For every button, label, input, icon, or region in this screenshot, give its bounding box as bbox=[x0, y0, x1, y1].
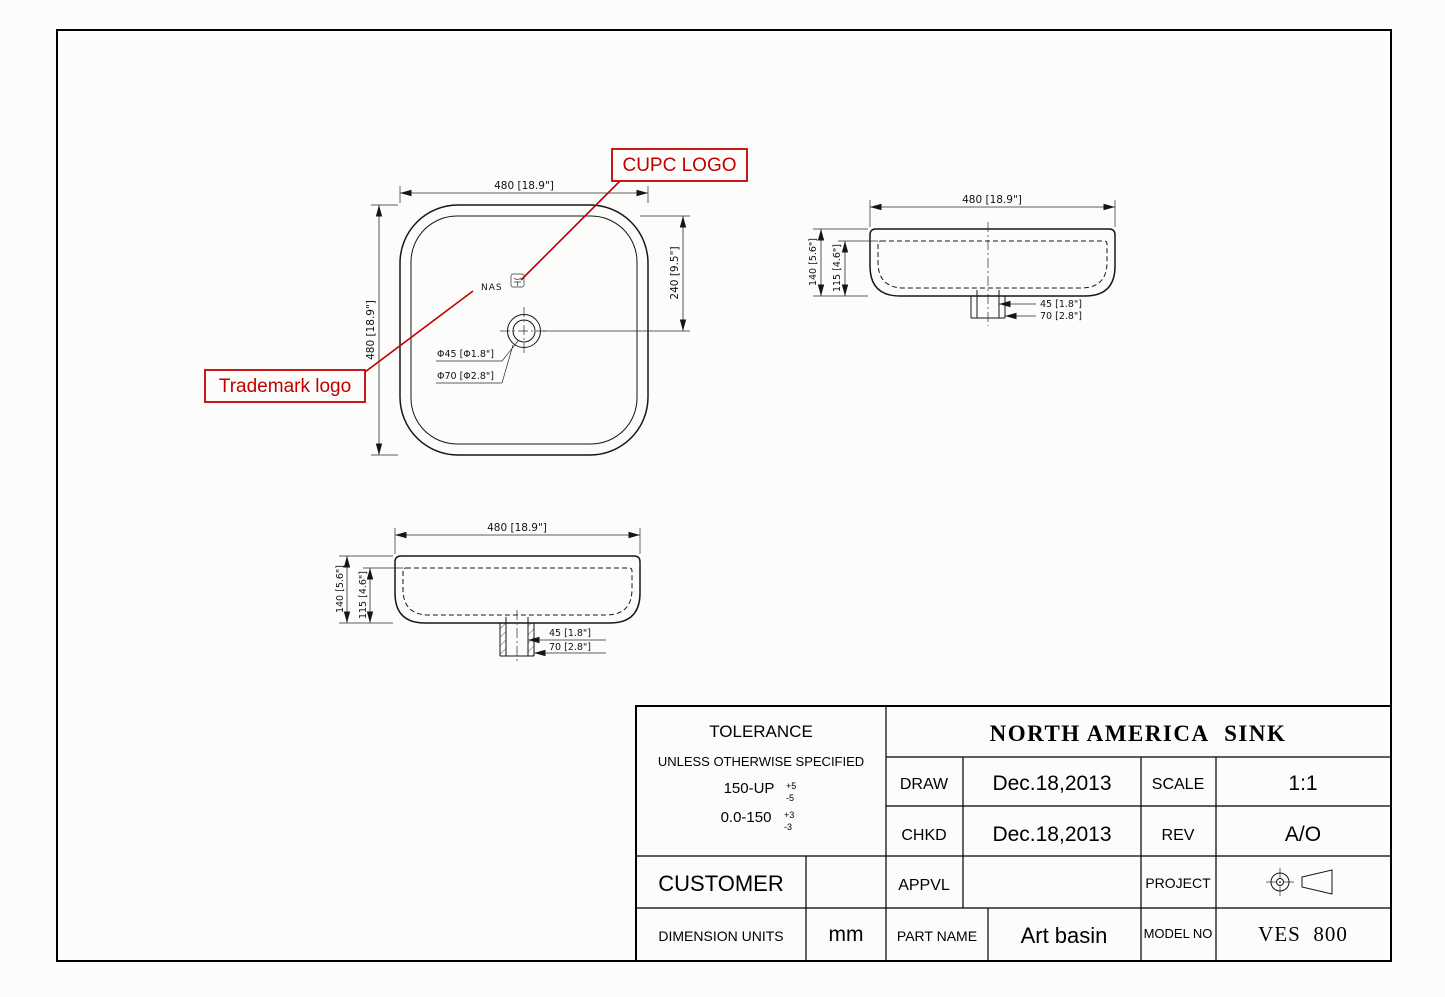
company-name: NORTH AMERICA SINK bbox=[990, 721, 1287, 746]
svg-text:45 [1.8"]: 45 [1.8"] bbox=[1040, 299, 1082, 310]
svg-text:480 [18.9"]: 480 [18.9"] bbox=[494, 180, 554, 192]
svg-text:140 [5.6"]: 140 [5.6"] bbox=[808, 238, 819, 286]
dim-front-view-height: 140 [5.6"] 115 [4.6"] bbox=[335, 555, 403, 624]
units-label: DIMENSION UNITS bbox=[658, 928, 783, 944]
cupc-callout-box bbox=[611, 148, 748, 182]
svg-text:480 [18.9"]: 480 [18.9"] bbox=[962, 194, 1022, 206]
sink-inner-rim-top-view bbox=[410, 215, 638, 445]
svg-text:115 [4.6"]: 115 [4.6"] bbox=[358, 571, 369, 619]
top-view: NAS 480 [18.9"] 480 [18.9"] 240 [9.5"] bbox=[365, 180, 690, 456]
tolerance-row2-minus: -3 bbox=[784, 822, 792, 832]
tolerance-note: UNLESS OTHERWISE SPECIFIED bbox=[658, 754, 864, 769]
tolerance-row1-minus: -5 bbox=[786, 793, 794, 803]
scale-value: 1:1 bbox=[1288, 772, 1317, 795]
brand-text: NAS bbox=[481, 283, 503, 293]
partname-value: Art basin bbox=[1021, 923, 1108, 948]
drain-small-label: Φ45 [Φ1.8"] bbox=[437, 349, 494, 360]
dim-front-view-drain: 45 [1.8"] 70 [2.8"] bbox=[528, 628, 606, 657]
front-view: 480 [18.9"] 140 [5.6"] 115 [4.6"] 45 [1.… bbox=[335, 522, 641, 664]
dim-side-view-width: 480 [18.9"] bbox=[869, 194, 1116, 227]
dim-top-view-height: 480 [18.9"] bbox=[365, 204, 398, 456]
appvl-label: APPVL bbox=[898, 877, 950, 894]
sink-outline-front-view bbox=[394, 555, 641, 624]
tolerance-cell: TOLERANCE UNLESS OTHERWISE SPECIFIED 150… bbox=[658, 722, 864, 832]
callout-trademark: Trademark logo bbox=[204, 290, 474, 403]
svg-text:70 [2.8"]: 70 [2.8"] bbox=[1040, 311, 1082, 322]
scale-label: SCALE bbox=[1152, 776, 1204, 793]
dim-top-view-width: 480 [18.9"] bbox=[399, 180, 649, 203]
cupc-logo-mark bbox=[510, 273, 525, 288]
dim-top-view-half: 240 [9.5"] bbox=[543, 215, 690, 332]
svg-text:480 [18.9"]: 480 [18.9"] bbox=[487, 522, 547, 534]
rev-label: REV bbox=[1162, 827, 1195, 844]
side-view: 480 [18.9"] 140 [5.6"] 115 [4.6"] 45 [1.… bbox=[808, 194, 1116, 326]
trademark-callout-box bbox=[204, 369, 366, 403]
sink-outline-side-view bbox=[869, 228, 1116, 297]
dim-drain-diameters: Φ45 [Φ1.8"] Φ70 [Φ2.8"] bbox=[436, 340, 519, 384]
svg-text:45 [1.8"]: 45 [1.8"] bbox=[549, 628, 591, 639]
tolerance-row2: 0.0-150 bbox=[721, 809, 772, 826]
drain-stub-side-view bbox=[970, 222, 1006, 326]
sink-interior-side-view bbox=[877, 240, 1108, 289]
svg-text:140 [5.6"]: 140 [5.6"] bbox=[335, 565, 346, 613]
drain-large-label: Φ70 [Φ2.8"] bbox=[437, 371, 494, 382]
svg-text:480 [18.9"]: 480 [18.9"] bbox=[365, 300, 377, 360]
dim-side-view-height: 140 [5.6"] 115 [4.6"] bbox=[808, 228, 878, 297]
units-value: mm bbox=[829, 923, 864, 946]
dim-front-view-width: 480 [18.9"] bbox=[394, 522, 641, 554]
sink-outline-top-view bbox=[399, 204, 649, 456]
project-label: PROJECT bbox=[1145, 875, 1211, 891]
model-label: MODEL NO bbox=[1144, 926, 1213, 941]
tolerance-title: TOLERANCE bbox=[709, 722, 813, 741]
sink-interior-front-view bbox=[402, 567, 633, 616]
svg-text:240 [9.5"]: 240 [9.5"] bbox=[669, 246, 681, 299]
tolerance-row1: 150-UP bbox=[724, 780, 775, 797]
chkd-date: Dec.18,2013 bbox=[992, 823, 1111, 846]
callout-cupc: CUPC LOGO bbox=[520, 148, 748, 281]
drain-stub-front-view bbox=[499, 610, 535, 664]
dim-side-view-drain: 45 [1.8"] 70 [2.8"] bbox=[999, 299, 1082, 322]
cupc-callout-label: CUPC LOGO bbox=[622, 155, 736, 176]
draw-label: DRAW bbox=[900, 776, 949, 793]
projection-symbol-icon bbox=[1266, 868, 1333, 896]
tolerance-row2-plus: +3 bbox=[784, 810, 794, 820]
rev-value: A/O bbox=[1285, 823, 1321, 846]
svg-text:115 [4.6"]: 115 [4.6"] bbox=[832, 244, 843, 292]
draw-date: Dec.18,2013 bbox=[992, 772, 1111, 795]
model-value: VES 800 bbox=[1258, 922, 1348, 946]
svg-text:70 [2.8"]: 70 [2.8"] bbox=[549, 642, 591, 653]
chkd-label: CHKD bbox=[901, 827, 946, 844]
title-block: TOLERANCE UNLESS OTHERWISE SPECIFIED 150… bbox=[635, 705, 1392, 962]
trademark-callout-label: Trademark logo bbox=[219, 376, 351, 397]
tolerance-row1-plus: +5 bbox=[786, 781, 796, 791]
partname-label: PART NAME bbox=[897, 928, 977, 944]
customer-label: CUSTOMER bbox=[658, 871, 784, 896]
drain-top-view bbox=[500, 307, 548, 355]
